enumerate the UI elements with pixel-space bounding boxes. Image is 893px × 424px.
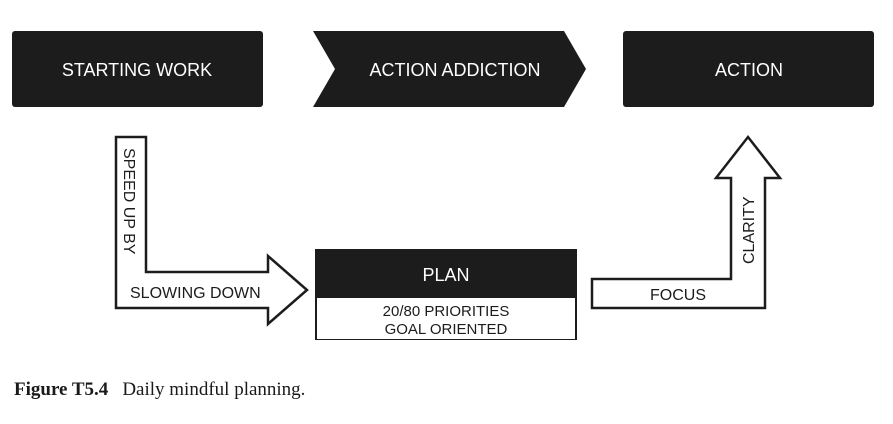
starting-work-label: STARTING WORK <box>62 60 212 80</box>
figure-caption-text: Daily mindful planning. <box>122 379 306 400</box>
speed-up-by-label: SPEED UP BY <box>120 148 137 255</box>
starting-work-box <box>12 31 263 107</box>
clarity-label: CLARITY <box>741 196 758 264</box>
figure-label: Figure T5.4 <box>14 379 109 400</box>
action-addiction-label: ACTION ADDICTION <box>369 60 540 80</box>
action-addiction-chevron <box>313 31 586 107</box>
action-label: ACTION <box>715 60 783 80</box>
plan-title: PLAN <box>422 265 469 285</box>
action-box <box>623 31 874 107</box>
diagram-canvas: STARTING WORK ACTION ADDICTION ACTION SP… <box>12 31 874 341</box>
right-bent-arrow <box>590 134 783 310</box>
figure-caption: Figure T5.4 Daily mindful planning. <box>14 379 305 401</box>
slowing-down-label: SLOWING DOWN <box>130 285 261 302</box>
left-bent-arrow <box>114 135 309 327</box>
plan-priorities: 20/80 PRIORITIES <box>383 303 510 320</box>
plan-goal-oriented: GOAL ORIENTED <box>385 321 508 338</box>
focus-label: FOCUS <box>650 287 706 304</box>
plan-header <box>316 250 576 298</box>
